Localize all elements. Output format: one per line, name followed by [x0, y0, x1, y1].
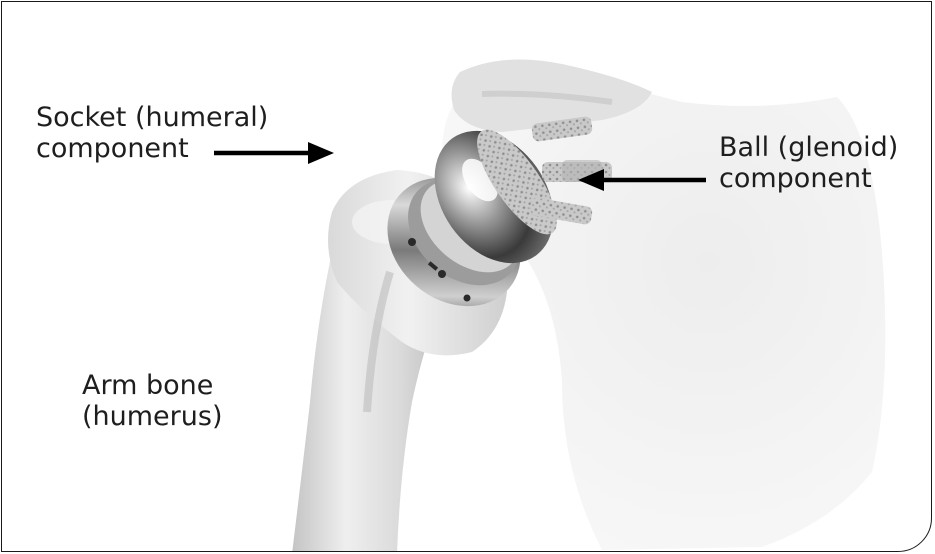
arm-label-line2: (humerus) [82, 401, 222, 432]
ball-component-label: Ball (glenoid) component [719, 132, 898, 194]
ball-label-line2: component [719, 163, 898, 194]
arm-bone-label: Arm bone (humerus) [82, 370, 222, 432]
arm-label-line1: Arm bone [82, 370, 222, 401]
socket-label-line1: Socket (humeral) [36, 102, 268, 133]
socket-component-label: Socket (humeral) component [36, 102, 268, 164]
socket-label-line2: component [36, 133, 268, 164]
ball-label-line1: Ball (glenoid) [719, 132, 898, 163]
